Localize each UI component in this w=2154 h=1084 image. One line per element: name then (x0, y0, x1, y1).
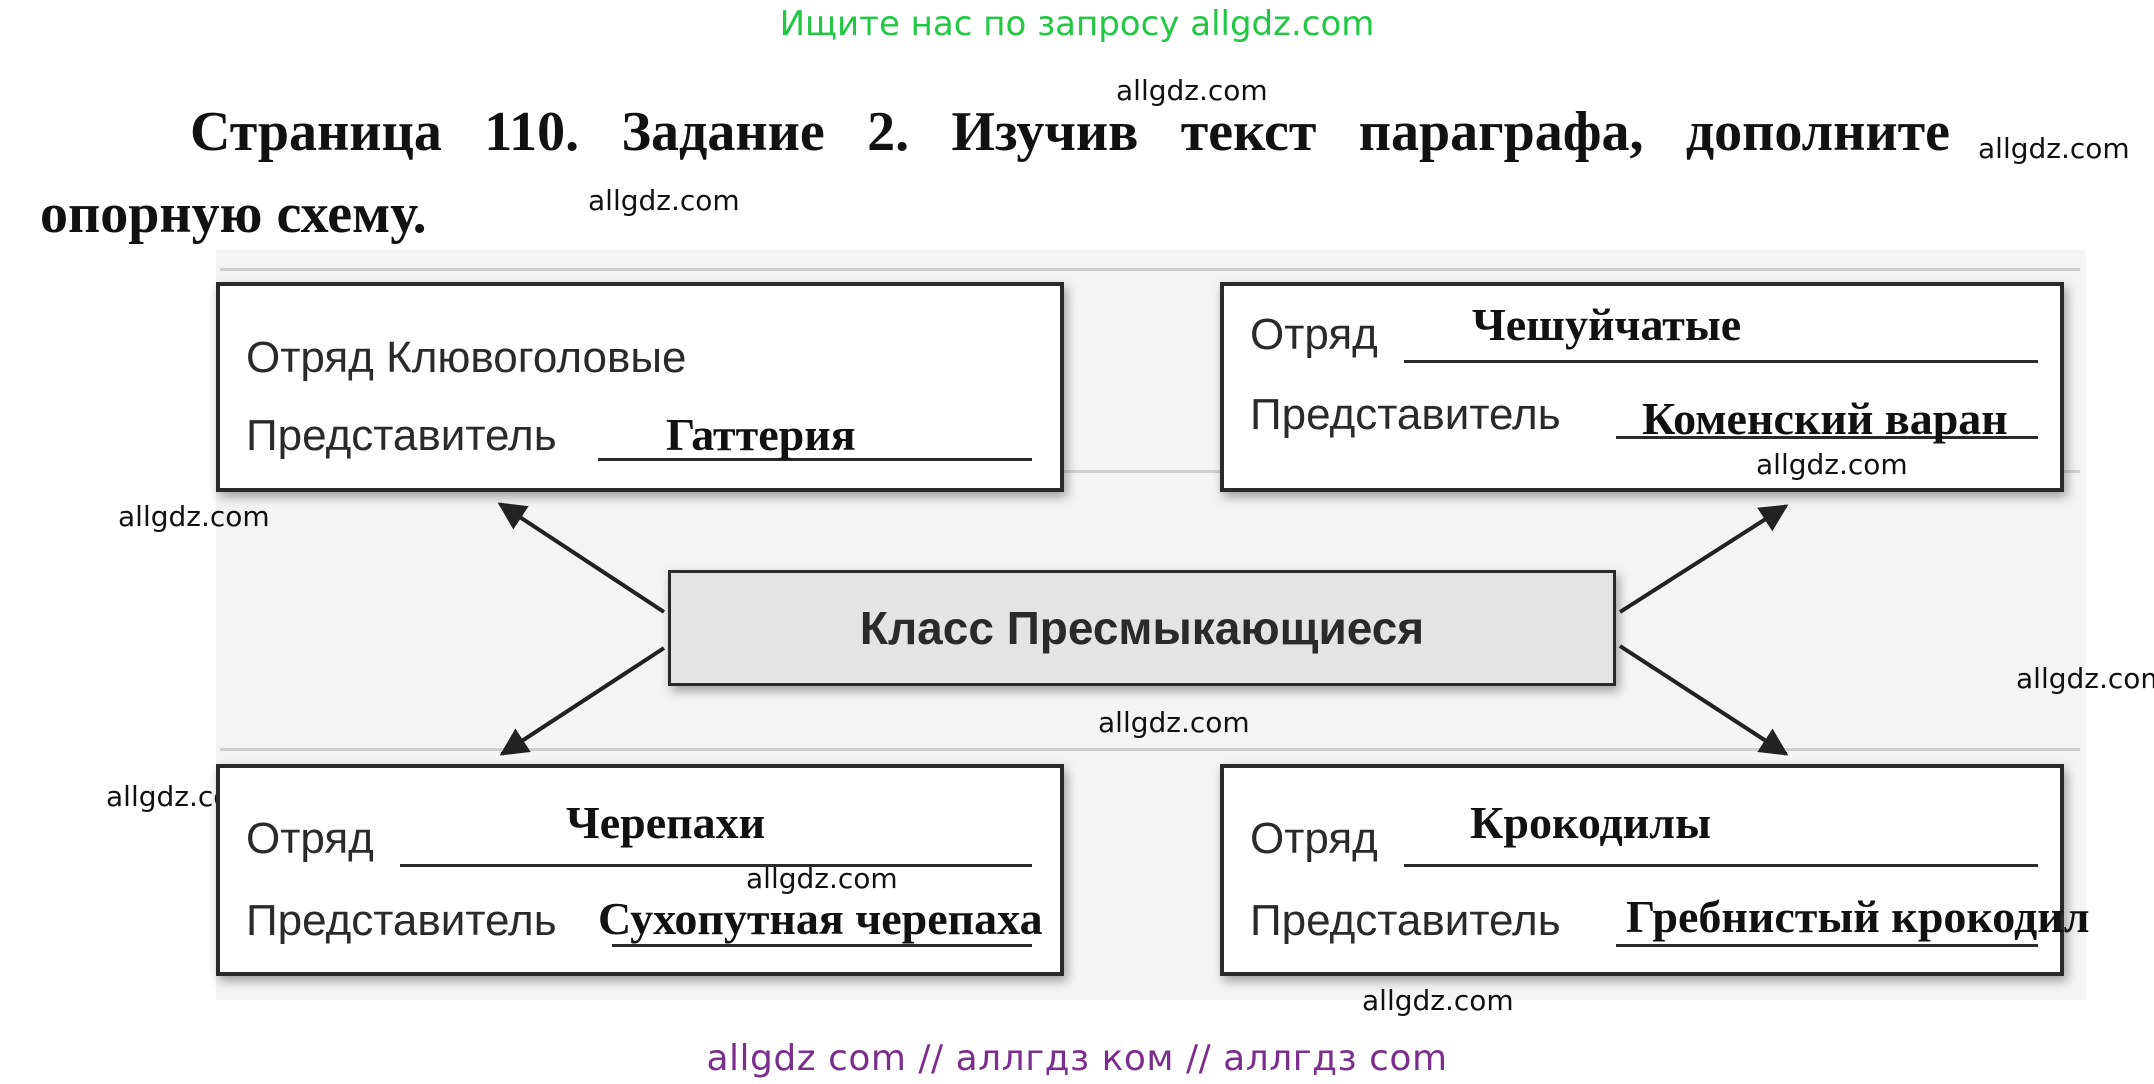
task-heading: Страница 110. Задание 2. Изучив текст па… (190, 101, 1950, 163)
task-heading-continuation: опорную схему. (40, 183, 427, 245)
order-answer: Черепахи (566, 797, 766, 848)
representative-label: Представитель (246, 896, 557, 945)
order-value: Клювоголовые (386, 333, 687, 382)
representative-answer: Сухопутная черепаха (598, 893, 1043, 944)
order-line-top-left: Отряд Клювоголовые (246, 333, 686, 383)
order-label: Отряд (246, 814, 374, 863)
order-answer: Чешуйчатые (1472, 299, 1742, 350)
representative-label: Представитель (1250, 896, 1561, 945)
arrow-to-top-right (1618, 504, 1789, 614)
watermark: allgdz.com (2016, 662, 2154, 695)
watermark: allgdz.com (1362, 984, 1514, 1017)
answer-underline (598, 458, 1032, 461)
arrow-to-top-left (497, 502, 666, 614)
arrow-to-bottom-left (499, 646, 666, 756)
answer-underline (400, 864, 1032, 867)
class-label: Класс Пресмыкающиеся (859, 602, 1425, 654)
top-banner[interactable]: Ищите нас по запросу allgdz.com (779, 4, 1375, 44)
footer-banner[interactable]: allgdz com // аллгдз ком // аллгдз com (706, 1038, 1448, 1079)
order-box-top-left (216, 282, 1064, 492)
representative-label: Представитель (1250, 390, 1561, 439)
answer-underline (1404, 864, 2038, 867)
order-box-top-right (1220, 282, 2064, 492)
representative-answer: Коменский варан (1642, 393, 2008, 444)
watermark: allgdz.com (588, 184, 740, 217)
watermark: allgdz.com (746, 862, 898, 895)
answer-underline (612, 944, 1032, 947)
watermark: allgdz.com (1978, 132, 2130, 165)
watermark: allgdz.com (1098, 706, 1250, 739)
order-label: Отряд (246, 333, 374, 382)
representative-label: Представитель (246, 411, 557, 460)
scan-artifact-line (220, 268, 2080, 271)
watermark: allgdz.com (1116, 74, 1268, 107)
watermark: allgdz.com (118, 500, 270, 533)
class-box: Класс Пресмыкающиеся (668, 570, 1616, 686)
order-label: Отряд (1250, 814, 1378, 863)
order-box-bottom-right (1220, 764, 2064, 976)
representative-answer: Гребнистый крокодил (1626, 891, 2090, 942)
order-label: Отряд (1250, 310, 1378, 359)
watermark: allgdz.com (1756, 448, 1908, 481)
answer-underline (1616, 436, 2038, 439)
order-box-bottom-left (216, 764, 1064, 976)
scan-artifact-line (220, 748, 2080, 751)
scan-artifact-line (220, 470, 2080, 473)
order-answer: Крокодилы (1470, 797, 1712, 848)
answer-underline (1616, 944, 2038, 947)
arrow-to-bottom-right (1618, 644, 1789, 756)
answer-underline (1404, 360, 2038, 363)
representative-answer: Гаттерия (666, 409, 856, 460)
